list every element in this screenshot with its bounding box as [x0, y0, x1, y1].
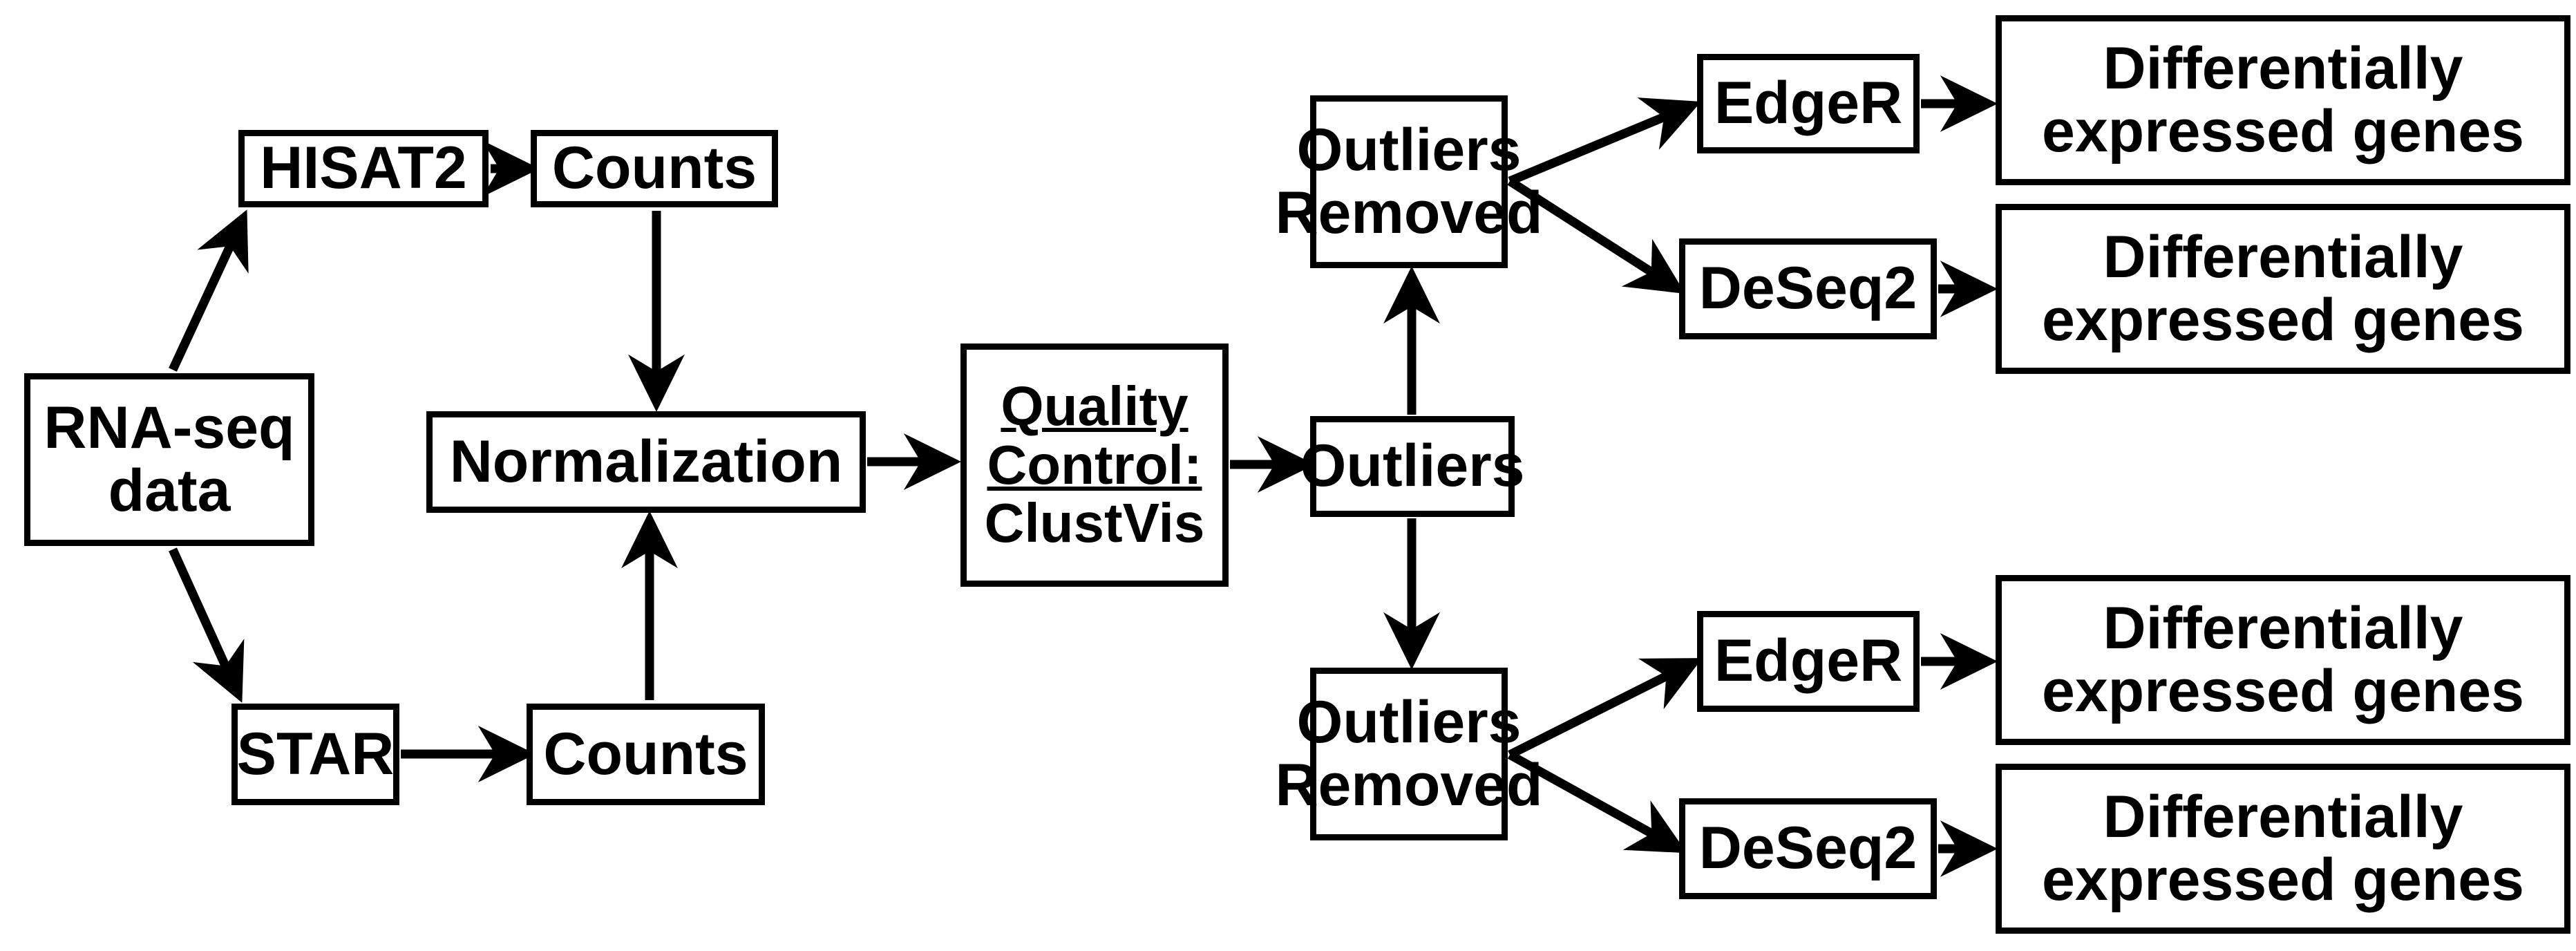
node-label-line2: expressed genes — [2042, 847, 2524, 913]
node-deg-top-1[interactable]: Differentially expressed genes — [1996, 15, 2570, 185]
node-outliers-removed-bottom[interactable]: Outliers Removed — [1275, 668, 1543, 840]
edge-rnaseq-to-hisat2 — [169, 209, 249, 372]
node-label: Counts — [543, 720, 748, 787]
node-label-line1: Differentially — [2103, 783, 2463, 850]
node-label-line1: RNA-seq — [44, 394, 295, 461]
edge-removed-top-to-deseq2 — [1507, 177, 1685, 294]
node-quality-control[interactable]: Quality Control: ClustVis — [960, 343, 1229, 587]
edge-removed-bottom-to-deseq2 — [1507, 751, 1687, 854]
node-deg-top-2[interactable]: Differentially expressed genes — [1996, 204, 2570, 374]
edge-removed-bottom-to-edger — [1508, 658, 1703, 759]
node-label: Counts — [551, 135, 757, 202]
node-deseq2-bottom[interactable]: DeSeq2 — [1679, 798, 1937, 899]
node-label-line1: Quality — [1001, 375, 1188, 437]
node-label: EdgeR — [1714, 628, 1903, 695]
node-outliers[interactable]: Outliers — [1300, 416, 1525, 517]
node-edger-bottom[interactable]: EdgeR — [1697, 611, 1920, 712]
node-label-line1: Differentially — [2103, 594, 2463, 661]
node-counts-bottom[interactable]: Counts — [527, 704, 765, 805]
node-label-line2: Removed — [1275, 752, 1543, 818]
node-label-line2: data — [108, 458, 231, 524]
node-label: EdgeR — [1714, 70, 1903, 137]
node-label-line2: expressed genes — [2042, 98, 2524, 164]
node-hisat2[interactable]: HISAT2 — [238, 130, 489, 207]
node-counts-top[interactable]: Counts — [531, 130, 778, 207]
node-label: DeSeq2 — [1698, 255, 1917, 322]
node-star[interactable]: STAR — [231, 704, 399, 805]
node-outliers-removed-top[interactable]: Outliers Removed — [1275, 95, 1543, 268]
node-label: STAR — [236, 720, 395, 787]
node-label-line1: Differentially — [2103, 223, 2463, 290]
node-label-line2: expressed genes — [2042, 658, 2524, 724]
node-label-line2: expressed genes — [2042, 287, 2524, 353]
node-deg-bottom-1[interactable]: Differentially expressed genes — [1996, 575, 2570, 745]
node-deg-bottom-2[interactable]: Differentially expressed genes — [1996, 764, 2570, 934]
node-label: Normalization — [449, 428, 843, 495]
edge-rnaseq-to-star — [169, 547, 245, 703]
node-label-line1: Outliers — [1296, 688, 1522, 755]
node-label-line3: ClustVis — [984, 492, 1205, 554]
node-label: Outliers — [1300, 433, 1525, 500]
node-label-line1: Outliers — [1296, 116, 1522, 183]
node-deseq2-top[interactable]: DeSeq2 — [1679, 238, 1937, 339]
node-rna-seq-data[interactable]: RNA-seq data — [24, 373, 314, 546]
node-edger-top[interactable]: EdgeR — [1697, 54, 1920, 153]
node-label: DeSeq2 — [1698, 815, 1917, 882]
node-normalization[interactable]: Normalization — [426, 411, 866, 513]
node-label-line2: Removed — [1275, 180, 1543, 246]
edge-removed-top-to-edger — [1508, 97, 1702, 186]
node-label-line1: Differentially — [2103, 35, 2463, 102]
node-label: HISAT2 — [260, 135, 467, 202]
node-label-line2: Control: — [987, 433, 1202, 496]
